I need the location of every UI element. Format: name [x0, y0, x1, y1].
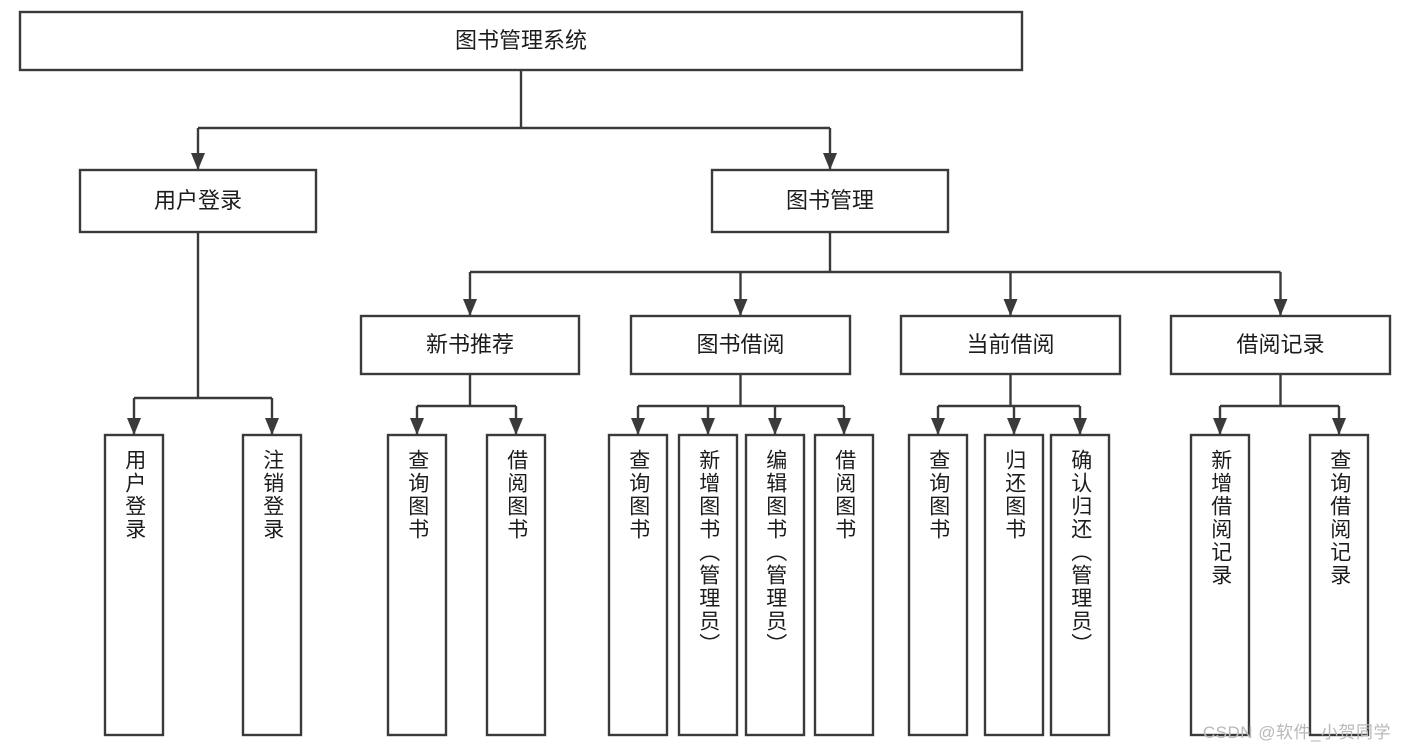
leaf-node-box[interactable] — [607, 433, 669, 737]
leaf-node-box[interactable] — [983, 433, 1045, 737]
leaf-node-box[interactable] — [1049, 433, 1111, 737]
node-label: 借阅记录 — [1236, 332, 1324, 357]
csdn-watermark: CSDN @软件_小贺同学 — [1202, 723, 1391, 742]
leaf-node-box[interactable] — [485, 433, 547, 737]
leaf-node-box[interactable] — [103, 433, 165, 737]
node-label: 新书推荐 — [426, 332, 514, 357]
leaf-node-box[interactable] — [907, 433, 969, 737]
connectors-layer — [127, 70, 1346, 435]
arrow-head-icon — [823, 153, 837, 170]
level3-node-box[interactable] — [1169, 314, 1392, 376]
leaf-node-box[interactable] — [677, 433, 739, 737]
arrow-head-icon — [768, 418, 782, 435]
node-label: 图书管理系统 — [455, 28, 587, 53]
leaf-node-box[interactable] — [386, 433, 448, 737]
leaf-node-box[interactable] — [241, 433, 303, 737]
arrow-head-icon — [1273, 299, 1288, 316]
root-node-box[interactable] — [18, 10, 1024, 72]
leaf-node-box[interactable] — [744, 433, 806, 737]
arrow-head-icon — [1332, 418, 1346, 435]
arrow-head-icon — [191, 153, 205, 170]
arrow-head-icon — [127, 418, 141, 435]
arrow-head-icon — [1213, 418, 1227, 435]
arrow-head-icon — [931, 418, 945, 435]
node-label: 当前借阅 — [966, 332, 1054, 357]
arrow-head-icon — [463, 299, 477, 316]
node-label: 用户登录 — [154, 188, 242, 213]
leaf-node-box[interactable] — [1189, 433, 1251, 737]
level2-node-box[interactable] — [78, 168, 318, 234]
arrow-head-icon — [509, 418, 523, 435]
arrow-head-icon — [1003, 299, 1018, 316]
leaf-node-box[interactable] — [813, 433, 875, 737]
arrow-head-icon — [701, 418, 715, 435]
level3-node-box[interactable] — [359, 314, 581, 376]
arrow-head-icon — [733, 299, 748, 316]
level3-node-box[interactable] — [899, 314, 1122, 376]
node-label: 图书借阅 — [696, 332, 784, 357]
node-label: 图书管理 — [786, 188, 874, 213]
arrow-head-icon — [1073, 418, 1087, 435]
arrow-head-icon — [265, 418, 279, 435]
arrow-head-icon — [631, 418, 645, 435]
arrow-head-icon — [410, 418, 424, 435]
node-boxes-layer — [18, 10, 1392, 737]
arrow-head-icon — [1007, 418, 1021, 435]
level2-node-box[interactable] — [710, 168, 950, 234]
arrow-head-icon — [837, 418, 851, 435]
leaf-node-box[interactable] — [1308, 433, 1370, 737]
level3-node-box[interactable] — [629, 314, 852, 376]
